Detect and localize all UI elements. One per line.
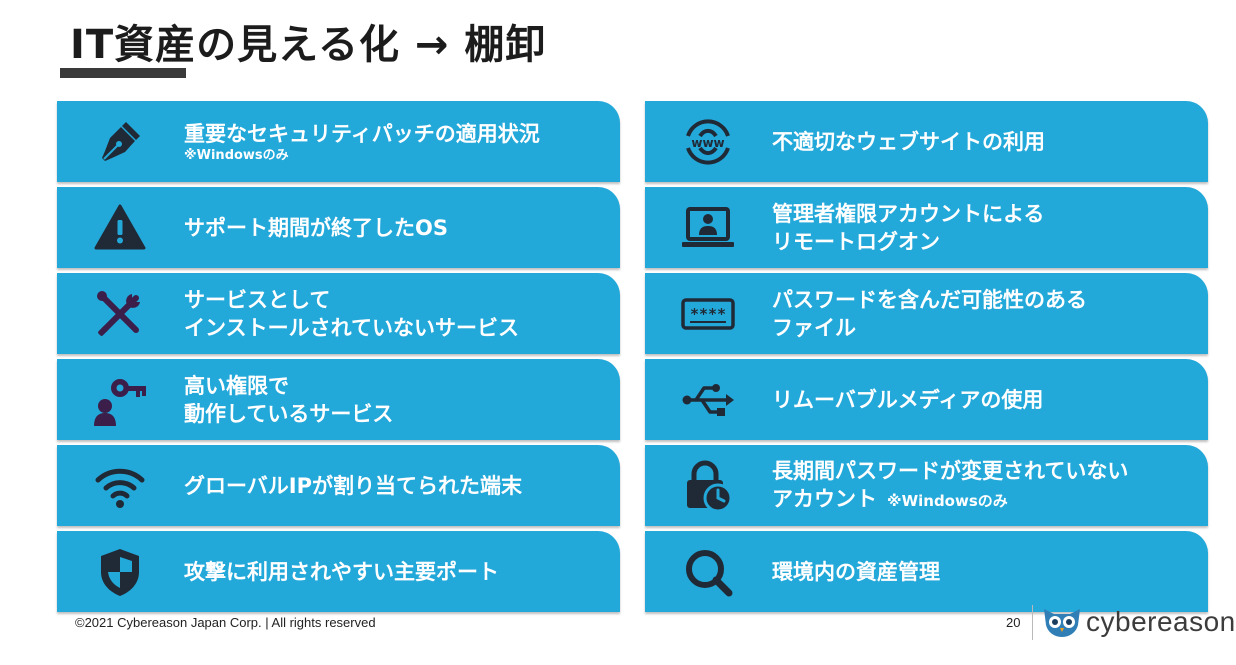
laptop-user-icon [677, 200, 739, 256]
shield-icon [89, 544, 151, 600]
pen-nib-icon [89, 114, 151, 170]
left-column: 重要なセキュリティパッチの適用状況 ※Windowsのみ サポート期間が終了した… [57, 101, 620, 617]
svg-text:****: **** [690, 305, 726, 323]
copyright: ©2021 Cybereason Japan Corp. | All right… [75, 615, 376, 630]
card-label: 不適切なウェブサイトの利用 [772, 129, 1045, 154]
card-label-line2: 動作しているサービス [184, 401, 394, 426]
password-field-icon: **** [677, 286, 739, 342]
card-security-patch: 重要なセキュリティパッチの適用状況 ※Windowsのみ [57, 101, 620, 182]
card-eol-os: サポート期間が終了したOS [57, 187, 620, 268]
card-admin-remote-logon: 管理者権限アカウントによる リモートログオン [645, 187, 1208, 268]
www-globe-icon: www [677, 114, 739, 170]
card-note: ※Windowsのみ [887, 491, 1008, 510]
card-label: 環境内の資産管理 [772, 559, 940, 584]
card-stale-passwords: 長期間パスワードが変更されていない アカウント ※Windowsのみ [645, 445, 1208, 526]
card-privileged-services: 高い権限で 動作しているサービス [57, 359, 620, 440]
card-label: サービスとして [184, 287, 331, 312]
card-note: ※Windowsのみ [184, 147, 289, 163]
card-removable-media: リムーバブルメディアの使用 [645, 359, 1208, 440]
usb-icon [677, 372, 739, 428]
magnifier-icon [677, 544, 739, 600]
card-label: グローバルIPが割り当てられた端末 [184, 473, 522, 498]
card-inappropriate-websites: www 不適切なウェブサイトの利用 [645, 101, 1208, 182]
card-label-line2: リモートログオン [772, 229, 940, 254]
page-title: IT資産の見える化 → 棚卸 [70, 22, 547, 68]
card-label: 管理者権限アカウントによる [772, 201, 1045, 226]
card-label-line2: インストールされていないサービス [184, 315, 519, 340]
card-asset-management: 環境内の資産管理 [645, 531, 1208, 612]
card-label-line2: ファイル [772, 315, 856, 340]
card-label: パスワードを含んだ可能性のある [772, 287, 1087, 312]
card-label: 長期間パスワードが変更されていない [772, 458, 1129, 483]
card-global-ip: グローバルIPが割り当てられた端末 [57, 445, 620, 526]
wifi-icon [89, 458, 151, 514]
card-label: サポート期間が終了したOS [184, 215, 448, 240]
warning-icon [89, 200, 151, 256]
page-number: 20 [1006, 615, 1021, 630]
footer-divider [1032, 605, 1033, 640]
svg-text:www: www [691, 136, 724, 150]
card-label-line2: アカウント [772, 486, 877, 511]
card-label: リムーバブルメディアの使用 [772, 387, 1044, 412]
card-unregistered-services: サービスとして インストールされていないサービス [57, 273, 620, 354]
title-underline [60, 68, 186, 78]
cybereason-logo: cybereason [1042, 604, 1236, 640]
owl-logo-icon [1044, 609, 1080, 637]
card-label: 高い権限で [184, 373, 289, 398]
logo-text: cybereason [1086, 606, 1236, 637]
card-label: 重要なセキュリティパッチの適用状況 [184, 121, 540, 146]
card-vulnerable-ports: 攻撃に利用されやすい主要ポート [57, 531, 620, 612]
user-key-icon [89, 372, 151, 428]
tools-icon [89, 286, 151, 342]
lock-clock-icon [677, 458, 739, 514]
card-label: 攻撃に利用されやすい主要ポート [184, 559, 499, 584]
card-password-files: **** パスワードを含んだ可能性のある ファイル [645, 273, 1208, 354]
right-column: www 不適切なウェブサイトの利用 管理者権限アカウントによる リモートログオン… [645, 101, 1208, 617]
